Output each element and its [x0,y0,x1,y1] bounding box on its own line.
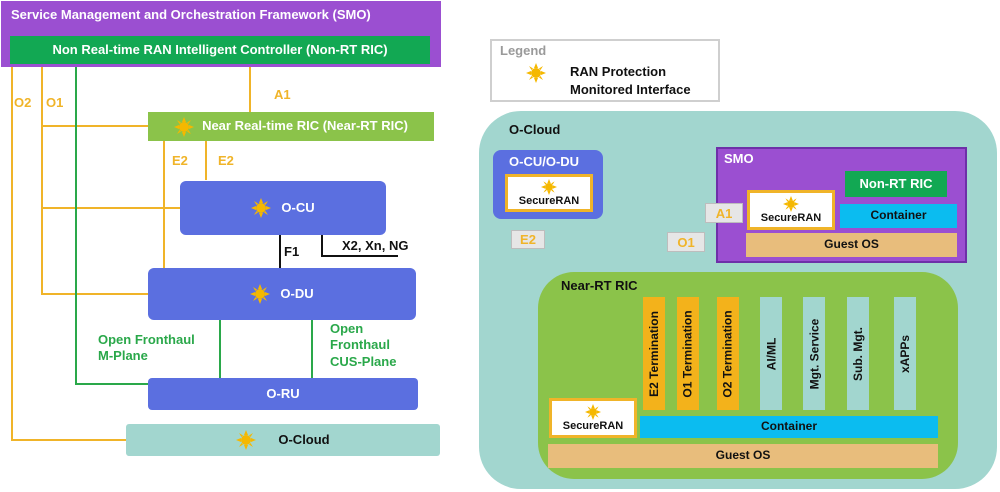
o1-label: O1 [46,95,64,110]
securean-near-rt: SecureRAN [549,398,637,438]
e2-termination-label: E2 Termination [647,310,662,397]
smo-guest-os-label: Guest OS [824,237,879,252]
securean-label: SecureRAN [562,420,624,432]
smo-guest-os-bar: Guest OS [746,233,957,257]
near-rt-ric-box: Near Real-time RIC (Near-RT RIC) [148,112,434,141]
sub-mgt-label: Sub. Mgt. [851,326,865,381]
legend-box: Legend RAN Protection Monitored Interfac… [490,39,720,102]
legend-title: Legend [500,43,547,58]
securean-ocu-odu: SecureRAN [505,174,593,212]
fronthaul-mgmt-line [75,66,148,385]
mgt-service-label: Mgt. Service [807,318,822,389]
smo-container-label: Container [870,208,927,223]
non-rt-ric-right: Non-RT RIC [845,171,947,197]
securean-smo: SecureRAN [747,190,835,230]
sun-icon [236,430,257,450]
o-cloud-title: O-Cloud [509,122,561,137]
fronthaul-cus-plane-label: Open Fronthaul CUS-Plane [330,321,397,369]
sun-icon [541,179,557,195]
legend-protection-label: RAN Protection [570,64,667,79]
o-du-label: O-DU [280,285,314,301]
e2-termination: E2 Termination [643,297,665,410]
near-rt-ric-title: Near-RT RIC [561,278,638,293]
fronthaul-cus-line2: Fronthaul [330,337,390,353]
sun-icon [250,284,271,304]
o-ru-label: O-RU [266,385,300,401]
a1-label: A1 [274,87,291,102]
fronthaul-cus-line1: Open [330,321,364,336]
e2-label-a: E2 [172,153,188,168]
near-rt-container-bar: Container [640,416,938,438]
non-rt-ric-right-label: Non-RT RIC [859,175,933,191]
x2-line [321,235,398,257]
fronthaul-m-line1: Open Fronthaul [98,332,195,347]
e2-label-b: E2 [218,153,234,168]
o2-termination-label: O2 Termination [721,309,735,398]
sun-icon [251,198,272,218]
o1-interface-tag: O1 [667,232,705,252]
non-rt-ric-label: Non Real-time RAN Intelligent Controller… [52,41,388,57]
near-rt-container-label: Container [760,419,817,434]
near-rt-guest-os-bar: Guest OS [548,444,938,468]
securean-label: SecureRAN [760,212,822,224]
o2-label: O2 [14,95,32,110]
e2-interface-label: E2 [520,232,536,247]
fronthaul-m-plane-label: Open Fronthaul M-Plane [98,332,195,364]
o-cu-box: O-CU [180,181,386,235]
a1-interface-tag: A1 [705,203,743,223]
fronthaul-m-line2: M-Plane [98,348,148,364]
smo-title: Service Management and Orchestration Fra… [11,7,371,22]
o1-interface-label: O1 [677,234,695,250]
o2-termination: O2 Termination [717,297,739,410]
x2-xn-ng-label: X2, Xn, NG [342,238,409,253]
ai-ml-service: AI/ML [760,297,782,410]
near-rt-ric-label: Near Real-time RIC (Near-RT RIC) [202,118,408,134]
o-du-box: O-DU [148,268,416,320]
smo-container-bar: Container [840,204,957,228]
o-cloud-label: O-Cloud [278,431,330,447]
o-cu-label: O-CU [281,199,315,215]
mgt-service: Mgt. Service [803,297,825,410]
ai-ml-label: AI/ML [764,337,779,370]
securean-label: SecureRAN [518,195,580,207]
sun-icon [783,196,799,212]
sun-icon [174,116,195,137]
xapps-label: xAPPs [898,334,912,373]
o1-line [41,66,148,295]
sun-icon [526,63,546,83]
smo-title-right: SMO [724,151,754,166]
o-ru-box: O-RU [148,378,418,410]
e2-interface-tag: E2 [511,230,545,249]
o-cloud-box: O-Cloud [126,424,440,456]
xapps-service: xAPPs [894,297,916,410]
sun-icon [585,404,601,420]
o2-line [11,66,126,441]
fronthaul-cus-line3: CUS-Plane [330,353,397,369]
f1-label: F1 [284,244,300,259]
near-rt-guest-os-label: Guest OS [715,448,771,463]
legend-monitored-label: Monitored Interface [570,82,691,97]
ocu-odu-title: O-CU/O-DU [509,154,580,169]
o1-termination-label: O1 Termination [681,309,695,398]
non-rt-ric-box: Non Real-time RAN Intelligent Controller… [10,36,430,64]
o1-termination: O1 Termination [677,297,699,410]
a1-interface-label: A1 [715,205,733,221]
sub-mgt-service: Sub. Mgt. [847,297,869,410]
